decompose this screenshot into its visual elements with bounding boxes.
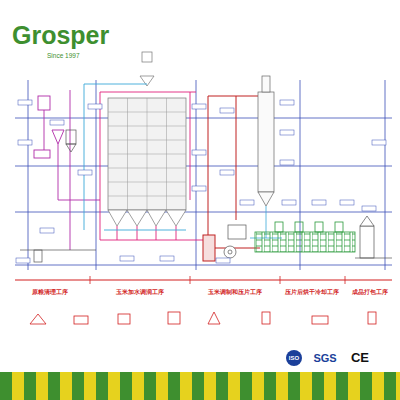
logo-text: Grosper [12,22,109,50]
stage-label: 成品打包工序 [352,289,388,296]
stage-label: 玉米加水调润工序 [116,289,164,296]
tagline: Since 1997 [47,52,80,59]
stage-label: 原粮清理工序 [32,289,68,296]
cert-mark: CE [351,351,369,365]
cert-mark: ISO [289,355,299,362]
stage-label: 压片后烘干冷却工序 [285,289,339,296]
stage-label: 玉米调制和压片工序 [208,289,262,296]
cert-mark: SGS [313,352,336,364]
